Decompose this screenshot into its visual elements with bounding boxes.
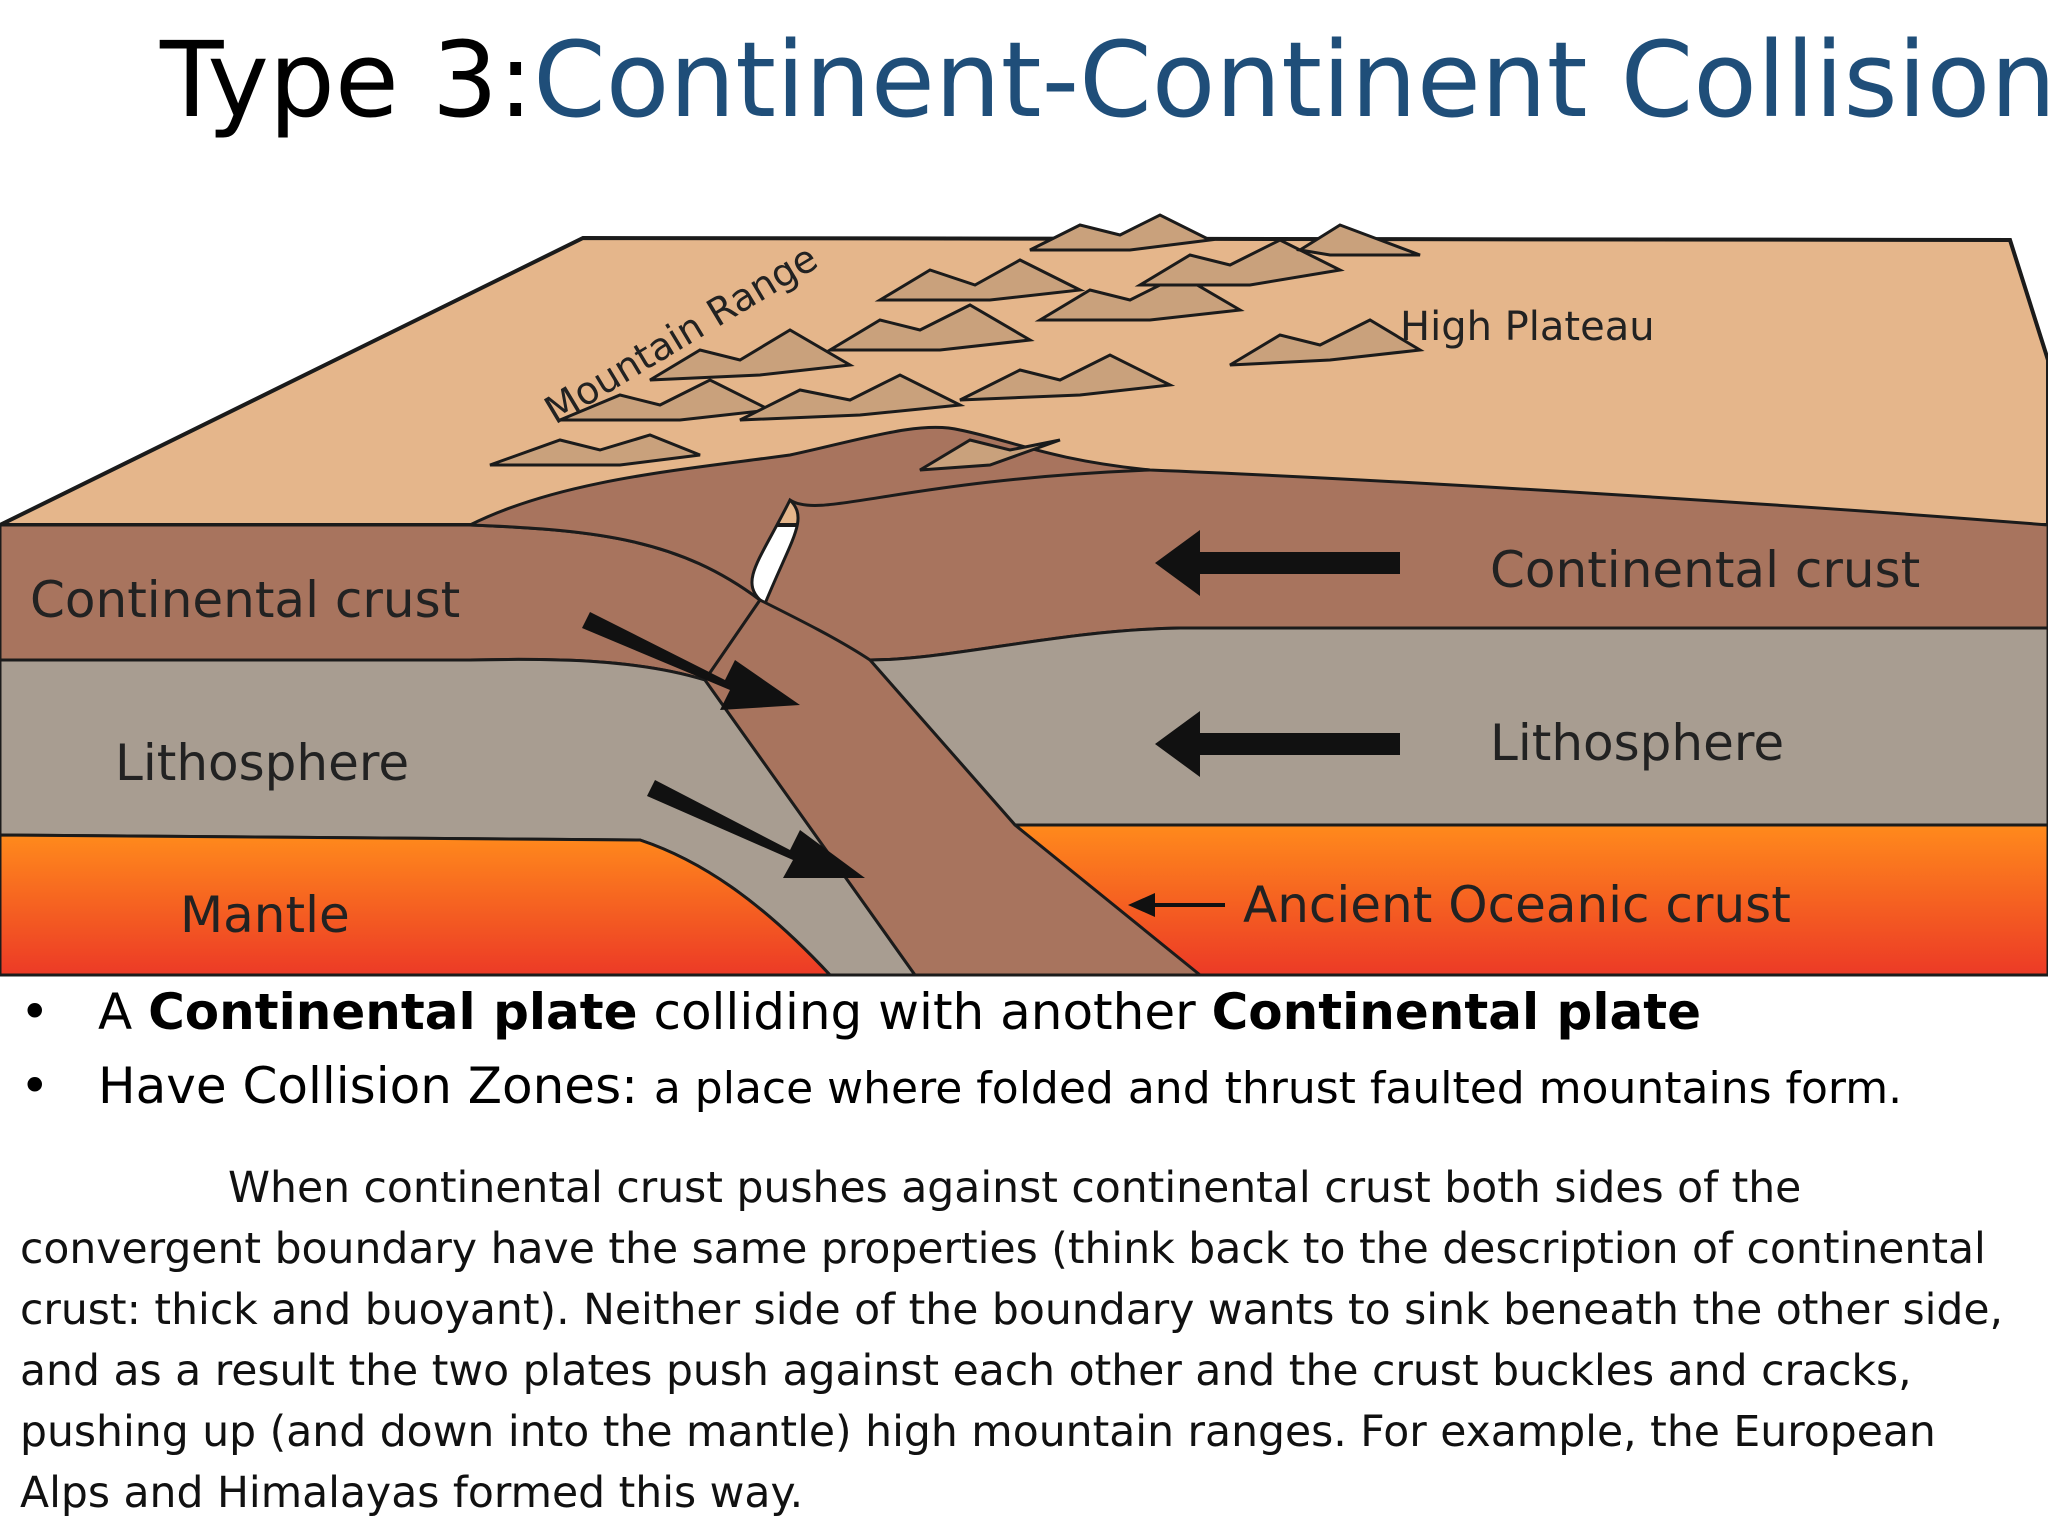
left-mantle [0, 833, 834, 977]
label-ancient-oceanic-crust: Ancient Oceanic crust [1243, 876, 1791, 934]
bullet-1-bold-a: Continental plate [148, 983, 638, 1041]
bullet-2-definition: a place where folded and thrust faulted … [653, 1063, 1903, 1114]
bullet-item: • A Continental plate colliding with anot… [20, 975, 2020, 1049]
arrow-lithosphere-right [1155, 711, 1400, 777]
label-mantle: Mantle [180, 886, 350, 944]
collision-diagram: Mountain Range High Plateau Continental … [0, 213, 2048, 977]
bullet-1-text-b: colliding with another [637, 983, 1212, 1041]
mountain-peaks [489, 213, 1425, 472]
arrows [582, 530, 1400, 917]
title-accent: Continent-Continent Collision [533, 19, 2048, 141]
bullet-1-bold-b: Continental plate [1211, 983, 1702, 1041]
label-lithosphere-right: Lithosphere [1490, 714, 1784, 772]
arrow-lithosphere-left [647, 780, 865, 878]
bullet-list: • A Continental plate colliding with anot… [20, 975, 2020, 1126]
explanation-paragraph: When continental crust pushes against co… [20, 1164, 2004, 1518]
bullet-dot: • [20, 1057, 50, 1115]
bullet-1-text-a: A [98, 983, 149, 1041]
arrow-crust-left [582, 612, 800, 710]
label-continental-crust-right: Continental crust [1490, 541, 1920, 599]
right-lithosphere-band [866, 626, 2048, 827]
label-continental-crust-left: Continental crust [30, 571, 460, 629]
label-high-plateau: High Plateau [1400, 304, 1655, 350]
arrow-oceanic-head [1128, 893, 1155, 917]
mountain-bulge [469, 425, 1151, 602]
arrow-crust-right [1155, 530, 1400, 596]
bullet-dot: • [20, 983, 50, 1041]
title-prefix: Type 3: [160, 19, 534, 141]
subducting-slab [703, 598, 1205, 977]
bullet-item: • Have Collision Zones: a place where fol… [20, 1049, 2020, 1126]
page-title: Type 3:Continent-Continent Collision [160, 19, 2048, 141]
label-lithosphere-left: Lithosphere [115, 734, 409, 792]
bullet-2-heading: Have Collision Zones: [98, 1057, 654, 1115]
